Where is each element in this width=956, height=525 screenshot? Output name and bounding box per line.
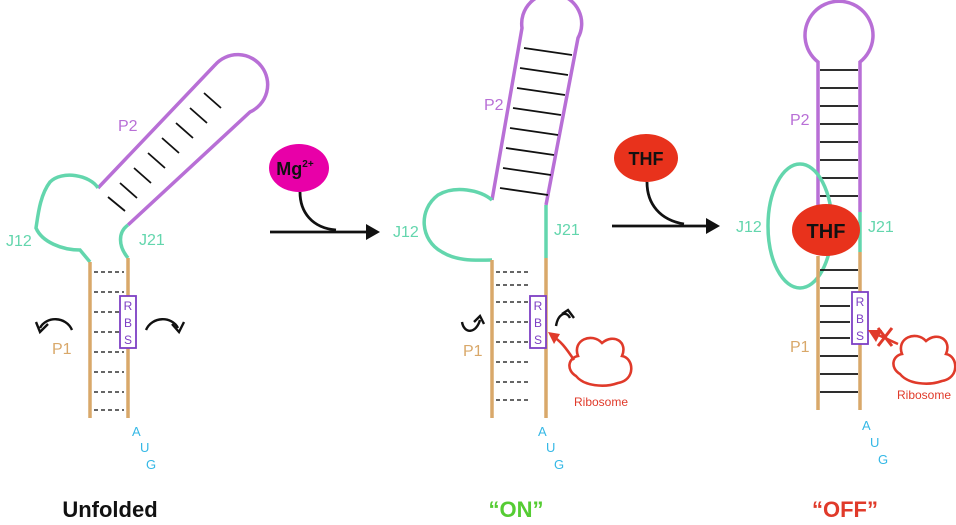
aug-letter-u-off: U <box>870 435 879 450</box>
rbs-letter-b: B <box>124 316 132 330</box>
p1-dashed-pairs <box>94 271 124 411</box>
p2-label: P2 <box>118 118 138 135</box>
mg-arrowhead <box>366 224 380 240</box>
rbs-letter-s-on: S <box>534 333 542 347</box>
thf-bound-label: THF <box>807 221 846 243</box>
p2-label-on: P2 <box>484 97 504 114</box>
mg-curve <box>298 191 337 232</box>
rotate-left-arrowhead <box>34 321 49 335</box>
p1-label-on: P1 <box>463 343 483 360</box>
rbs-letter-r: R <box>124 299 133 313</box>
rotate-right-arrowhead-on <box>561 308 575 319</box>
caption-off: “OFF” <box>812 497 878 522</box>
p1-base-pairs-off <box>820 269 858 393</box>
panel-off <box>766 0 956 410</box>
thf-curve <box>645 181 685 226</box>
j12-label-on: J12 <box>393 224 419 241</box>
rotate-right-arrow-on <box>554 312 572 327</box>
p2-base-pairs-on <box>499 47 573 196</box>
rbs-letter-r-off: R <box>856 295 865 309</box>
j12-label: J12 <box>6 233 32 250</box>
panel-unfolded <box>34 52 270 418</box>
caption-unfolded: Unfolded <box>62 497 157 522</box>
mg-ellipse <box>269 144 329 192</box>
thf-transition-label: THF <box>629 149 664 169</box>
ribosome-label-off: Ribosome <box>897 388 951 402</box>
mg-symbol: Mg <box>276 159 302 179</box>
rotate-right-arrowhead <box>171 321 186 335</box>
ribosome-label-on: Ribosome <box>574 395 628 409</box>
rbs-box <box>119 295 137 349</box>
ribosome-shape-on <box>568 336 633 387</box>
p2-label-off: P2 <box>790 112 810 129</box>
rotate-left-arrow <box>38 318 74 331</box>
p1-label: P1 <box>52 341 72 358</box>
p1-dashed-pairs-on <box>496 271 530 401</box>
aug-letter-u: U <box>140 440 149 455</box>
p2-base-pairs-off <box>820 69 858 197</box>
rbs-box-on <box>529 295 547 349</box>
j21-label-off: J21 <box>868 219 894 236</box>
aug-letter-u-on: U <box>546 440 555 455</box>
rotate-left-arrowhead-on <box>473 313 486 325</box>
mg-charge: 2+ <box>302 159 314 170</box>
panel-on <box>422 0 633 418</box>
aug-letter-g-on: G <box>554 457 564 472</box>
aug-letter-a-off: A <box>862 418 871 433</box>
ribosome-shape-off <box>892 334 956 385</box>
rbs-letter-r-on: R <box>534 299 543 313</box>
thf-ellipse-transition <box>614 134 678 182</box>
transition-thf <box>612 134 720 234</box>
p2-base-pairs <box>107 92 222 212</box>
rbs-letter-s: S <box>124 333 132 347</box>
thf-bound-ellipse <box>792 204 860 256</box>
thf-arrowhead <box>706 218 720 234</box>
rbs-letter-b-off: B <box>856 312 864 326</box>
rotate-left-arrow-on <box>460 319 482 332</box>
j21-junction <box>118 223 130 260</box>
rotate-right-arrow <box>144 318 180 331</box>
aug-letter-a: A <box>132 424 141 439</box>
p2-stem-loop <box>96 52 270 227</box>
rbs-letter-s-off: S <box>856 329 864 343</box>
ribosome-pointer-head-off <box>868 330 882 342</box>
mg-label: Mg2+ <box>276 159 314 179</box>
aug-letter-a-on: A <box>538 424 547 439</box>
j12-label-off: J12 <box>736 219 762 236</box>
p2-stem-loop-off <box>803 0 875 212</box>
transition-mg <box>269 144 380 240</box>
p2-stem-loop-on <box>490 0 584 206</box>
blocked-x-icon <box>876 327 894 347</box>
j12-junction-on <box>422 187 494 262</box>
ribosome-pointer-head-on <box>548 332 560 344</box>
aug-letter-g-off: G <box>878 452 888 467</box>
rbs-letter-b-on: B <box>534 316 542 330</box>
caption-on: “ON” <box>489 497 544 522</box>
rbs-box-off <box>851 291 869 345</box>
p1-label-off: P1 <box>790 339 810 356</box>
j21-label: J21 <box>139 232 165 249</box>
j21-label-on: J21 <box>554 222 580 239</box>
j12-junction <box>34 173 100 264</box>
aug-letter-g: G <box>146 457 156 472</box>
